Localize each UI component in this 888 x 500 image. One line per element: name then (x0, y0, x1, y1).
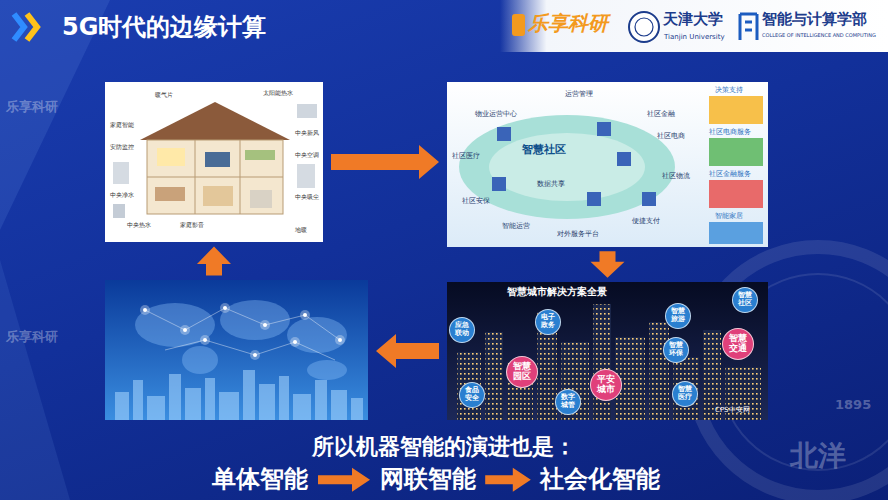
chevron-icon (27, 14, 37, 40)
bubble-label: 智慧社区 (737, 292, 752, 307)
arrow-shape (318, 468, 370, 492)
stage-term: 社会化智能 (538, 466, 662, 494)
panel-label: 中央净水 (110, 192, 134, 199)
smart-home-illustration (105, 82, 323, 242)
panel-label: 中央热水 (127, 222, 151, 229)
watermark-text: 乐享科研 (6, 330, 58, 345)
stage-label: 单体智能 (212, 466, 308, 494)
panel-label: 对外服务平台 (557, 230, 599, 238)
stage-term: 网联智能 (378, 466, 478, 494)
arrow-shape (197, 247, 231, 276)
logo-icon (512, 14, 525, 36)
image-panel: 暖气片 太阳能热水家庭智能安防监控 中央新风中央空调中央净水中央热水 家庭影音 中央吸尘… (105, 82, 323, 242)
flow-arrow (331, 145, 439, 179)
bubble-label: 电子政务 (540, 314, 555, 329)
panel-label: 运营管理 (565, 90, 593, 98)
image-panel: 智慧城市解决方案全景 CPS中安网 应急联动 电子政务 智慧社区智慧旅游智慧交通智慧园区… (447, 282, 768, 420)
flow-arrow (376, 334, 439, 368)
logo-text: 智能与计算学部 (762, 11, 867, 28)
panel-label: 物业运营中心 (475, 110, 517, 118)
panel-label: 安防监控 (110, 144, 134, 151)
city-bubble: 平安城市 (590, 369, 622, 401)
panel-label: 家庭智能 (110, 122, 134, 129)
panel-label: 社区金融服务 (709, 170, 751, 178)
panel-label: 社区金融 (647, 110, 675, 118)
slide-title: 5G时代的边缘计算 (62, 14, 266, 42)
logo-text: COLLEGE OF INTELLIGENCE AND COMPUTING (762, 33, 876, 39)
panel-label: 智能运营 (502, 222, 530, 230)
flow-arrow (485, 468, 531, 492)
panel-label: 社区电商 (657, 132, 685, 140)
city-bubble: 智慧环保 (663, 337, 689, 363)
panel-label: 社区电商服务 (709, 128, 751, 136)
panel-label: 中央吸尘 (295, 194, 319, 201)
panel-label: 数据共享 (537, 180, 565, 188)
bubble-label: 食品安全 (464, 387, 479, 402)
city-bubble: 应急联动 (449, 317, 475, 343)
arrow-shape (331, 145, 439, 179)
city-bubble: 智慧医疗 (672, 381, 698, 407)
arrow-shape (591, 251, 625, 278)
light-band (0, 260, 70, 500)
bubble-label: 智慧交通 (728, 334, 748, 354)
panel-label: 决策支持 (715, 86, 743, 94)
logo-text: Tianjin University (664, 33, 725, 41)
flow-arrow (318, 468, 370, 492)
panel-label: 社区安保 (462, 197, 490, 205)
panel-label: 中央新风 (295, 130, 319, 137)
stage-label: 社会化智能 (540, 466, 660, 494)
logo-text: 天津大学 (663, 11, 723, 28)
stage-term: 单体智能 (210, 466, 310, 494)
bubble-label: 智慧环保 (668, 342, 683, 357)
bubble-label: 智慧园区 (512, 362, 532, 382)
bubble-label: 应急联动 (454, 322, 469, 337)
chevron-icon (14, 14, 24, 40)
city-bubble: 智慧园区 (506, 356, 538, 388)
university-logo (635, 18, 653, 36)
panel-label: 智能家居 (715, 212, 743, 220)
city-bubble: 智慧交通 (722, 328, 754, 360)
university-logo (629, 12, 659, 42)
image-panel (105, 280, 368, 420)
bubble-label: 平安城市 (596, 375, 616, 395)
watermark-text: 北洋 (790, 440, 846, 472)
watermark-text: 1895 (835, 398, 871, 413)
bubble-label: 智慧医疗 (677, 386, 692, 401)
panel-label: CPS中安网 (715, 406, 750, 414)
arrow-shape (485, 468, 531, 492)
logo-strip (500, 0, 888, 52)
panel-label: 太阳能热水 (263, 90, 293, 97)
stage-label: 网联智能 (380, 466, 476, 494)
panel-label: 智慧城市解决方案全景 (507, 286, 607, 298)
panel-label: 社区医疗 (452, 152, 480, 160)
flow-arrow (197, 247, 231, 276)
smart-community-illustration (447, 82, 768, 247)
panel-label: 家庭影音 (180, 222, 204, 229)
image-panel: 物业运营中心 运营管理社区金融社区电商社区医疗 智慧社区数据共享 社区物流社区安保智能… (447, 82, 768, 247)
conclusion-text: 所以机器智能的演进也是： (312, 434, 576, 459)
logo-text: 乐享科研 (528, 12, 608, 35)
city-bubble: 电子政务 (535, 309, 561, 335)
flow-arrow (591, 251, 625, 278)
city-bubble: 智慧社区 (732, 287, 758, 313)
panel-label: 地暖 (295, 227, 307, 234)
city-bubble: 智慧旅游 (665, 303, 691, 329)
panel-label: 暖气片 (155, 92, 173, 99)
bubble-label: 智慧旅游 (670, 308, 685, 323)
bubble-label: 数字城管 (560, 394, 575, 409)
arrow-shape (376, 334, 439, 368)
watermark-text: 乐享科研 (6, 100, 58, 115)
panel-label: 便捷支付 (632, 217, 660, 225)
panel-label: 社区物流 (662, 172, 690, 180)
college-logo (740, 14, 757, 40)
smart-city-illustration (447, 282, 768, 420)
city-bubble: 数字城管 (555, 389, 581, 415)
world-network-illustration (105, 280, 368, 420)
panel-label: 智慧社区 (522, 144, 566, 157)
panel-label: 中央空调 (295, 152, 319, 159)
city-bubble: 食品安全 (459, 382, 485, 408)
